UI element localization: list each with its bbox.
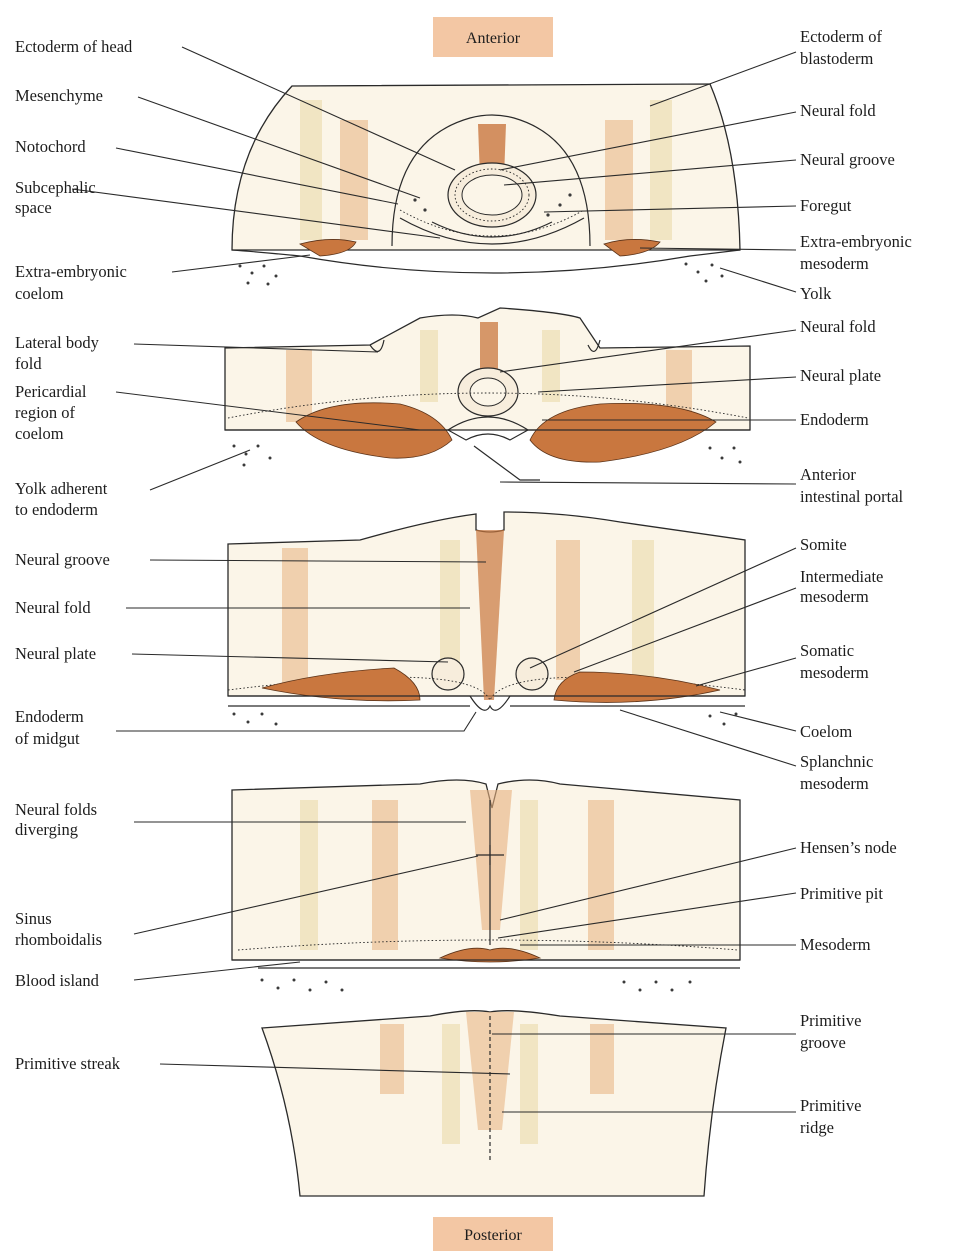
yolk-dots-right: [709, 447, 742, 464]
posterior-tag: Posterior: [433, 1217, 553, 1251]
yolk-dots-right: [623, 981, 692, 992]
label-somite: Somite: [800, 535, 847, 554]
anterior-tag: Anterior: [433, 17, 553, 57]
panel-foregut-section: [225, 308, 750, 480]
label-neural-groove: Neural groove: [15, 550, 110, 569]
label-neural-plate: Neural plate: [15, 644, 96, 663]
anterior-label: Anterior: [466, 30, 521, 47]
yolk-dots-left: [233, 445, 272, 467]
label-ectoderm-of-head: Ectoderm of head: [15, 37, 133, 56]
yolk-dots-left: [233, 713, 278, 726]
label-mesoderm: Mesoderm: [800, 935, 871, 954]
panel-somite-section: [228, 512, 745, 726]
label-mesenchyme: Mesenchyme: [15, 86, 103, 105]
label-neural-fold-foregut: Neural fold: [800, 317, 876, 336]
label-yolk: Yolk: [800, 284, 832, 303]
label-neural-fold: Neural fold: [15, 598, 91, 617]
label-primitive-pit: Primitive pit: [800, 884, 883, 903]
labels-left: Ectoderm of head Mesenchyme Notochord Su…: [15, 37, 133, 1073]
yolk-dots-left: [261, 979, 344, 992]
yolk-dots-left: [239, 265, 278, 286]
label-foregut: Foregut: [800, 196, 852, 215]
label-endoderm: Endoderm: [800, 410, 869, 429]
panel-sinus-section: [232, 780, 740, 992]
label-neural-groove-head: Neural groove: [800, 150, 895, 169]
posterior-label: Posterior: [464, 1227, 522, 1244]
label-coelom: Coelom: [800, 722, 852, 741]
yolk-dots-right: [685, 263, 724, 283]
label-neural-fold-head: Neural fold: [800, 101, 876, 120]
label-notochord: Notochord: [15, 137, 86, 156]
label-hensens-node: Hensen’s node: [800, 838, 897, 857]
label-neural-plate-foregut: Neural plate: [800, 366, 881, 385]
label-primitive-streak: Primitive streak: [15, 1054, 121, 1073]
label-blood-island: Blood island: [15, 971, 100, 990]
panel-streak-section: [262, 1011, 726, 1196]
yolk-dots-right: [709, 713, 738, 726]
